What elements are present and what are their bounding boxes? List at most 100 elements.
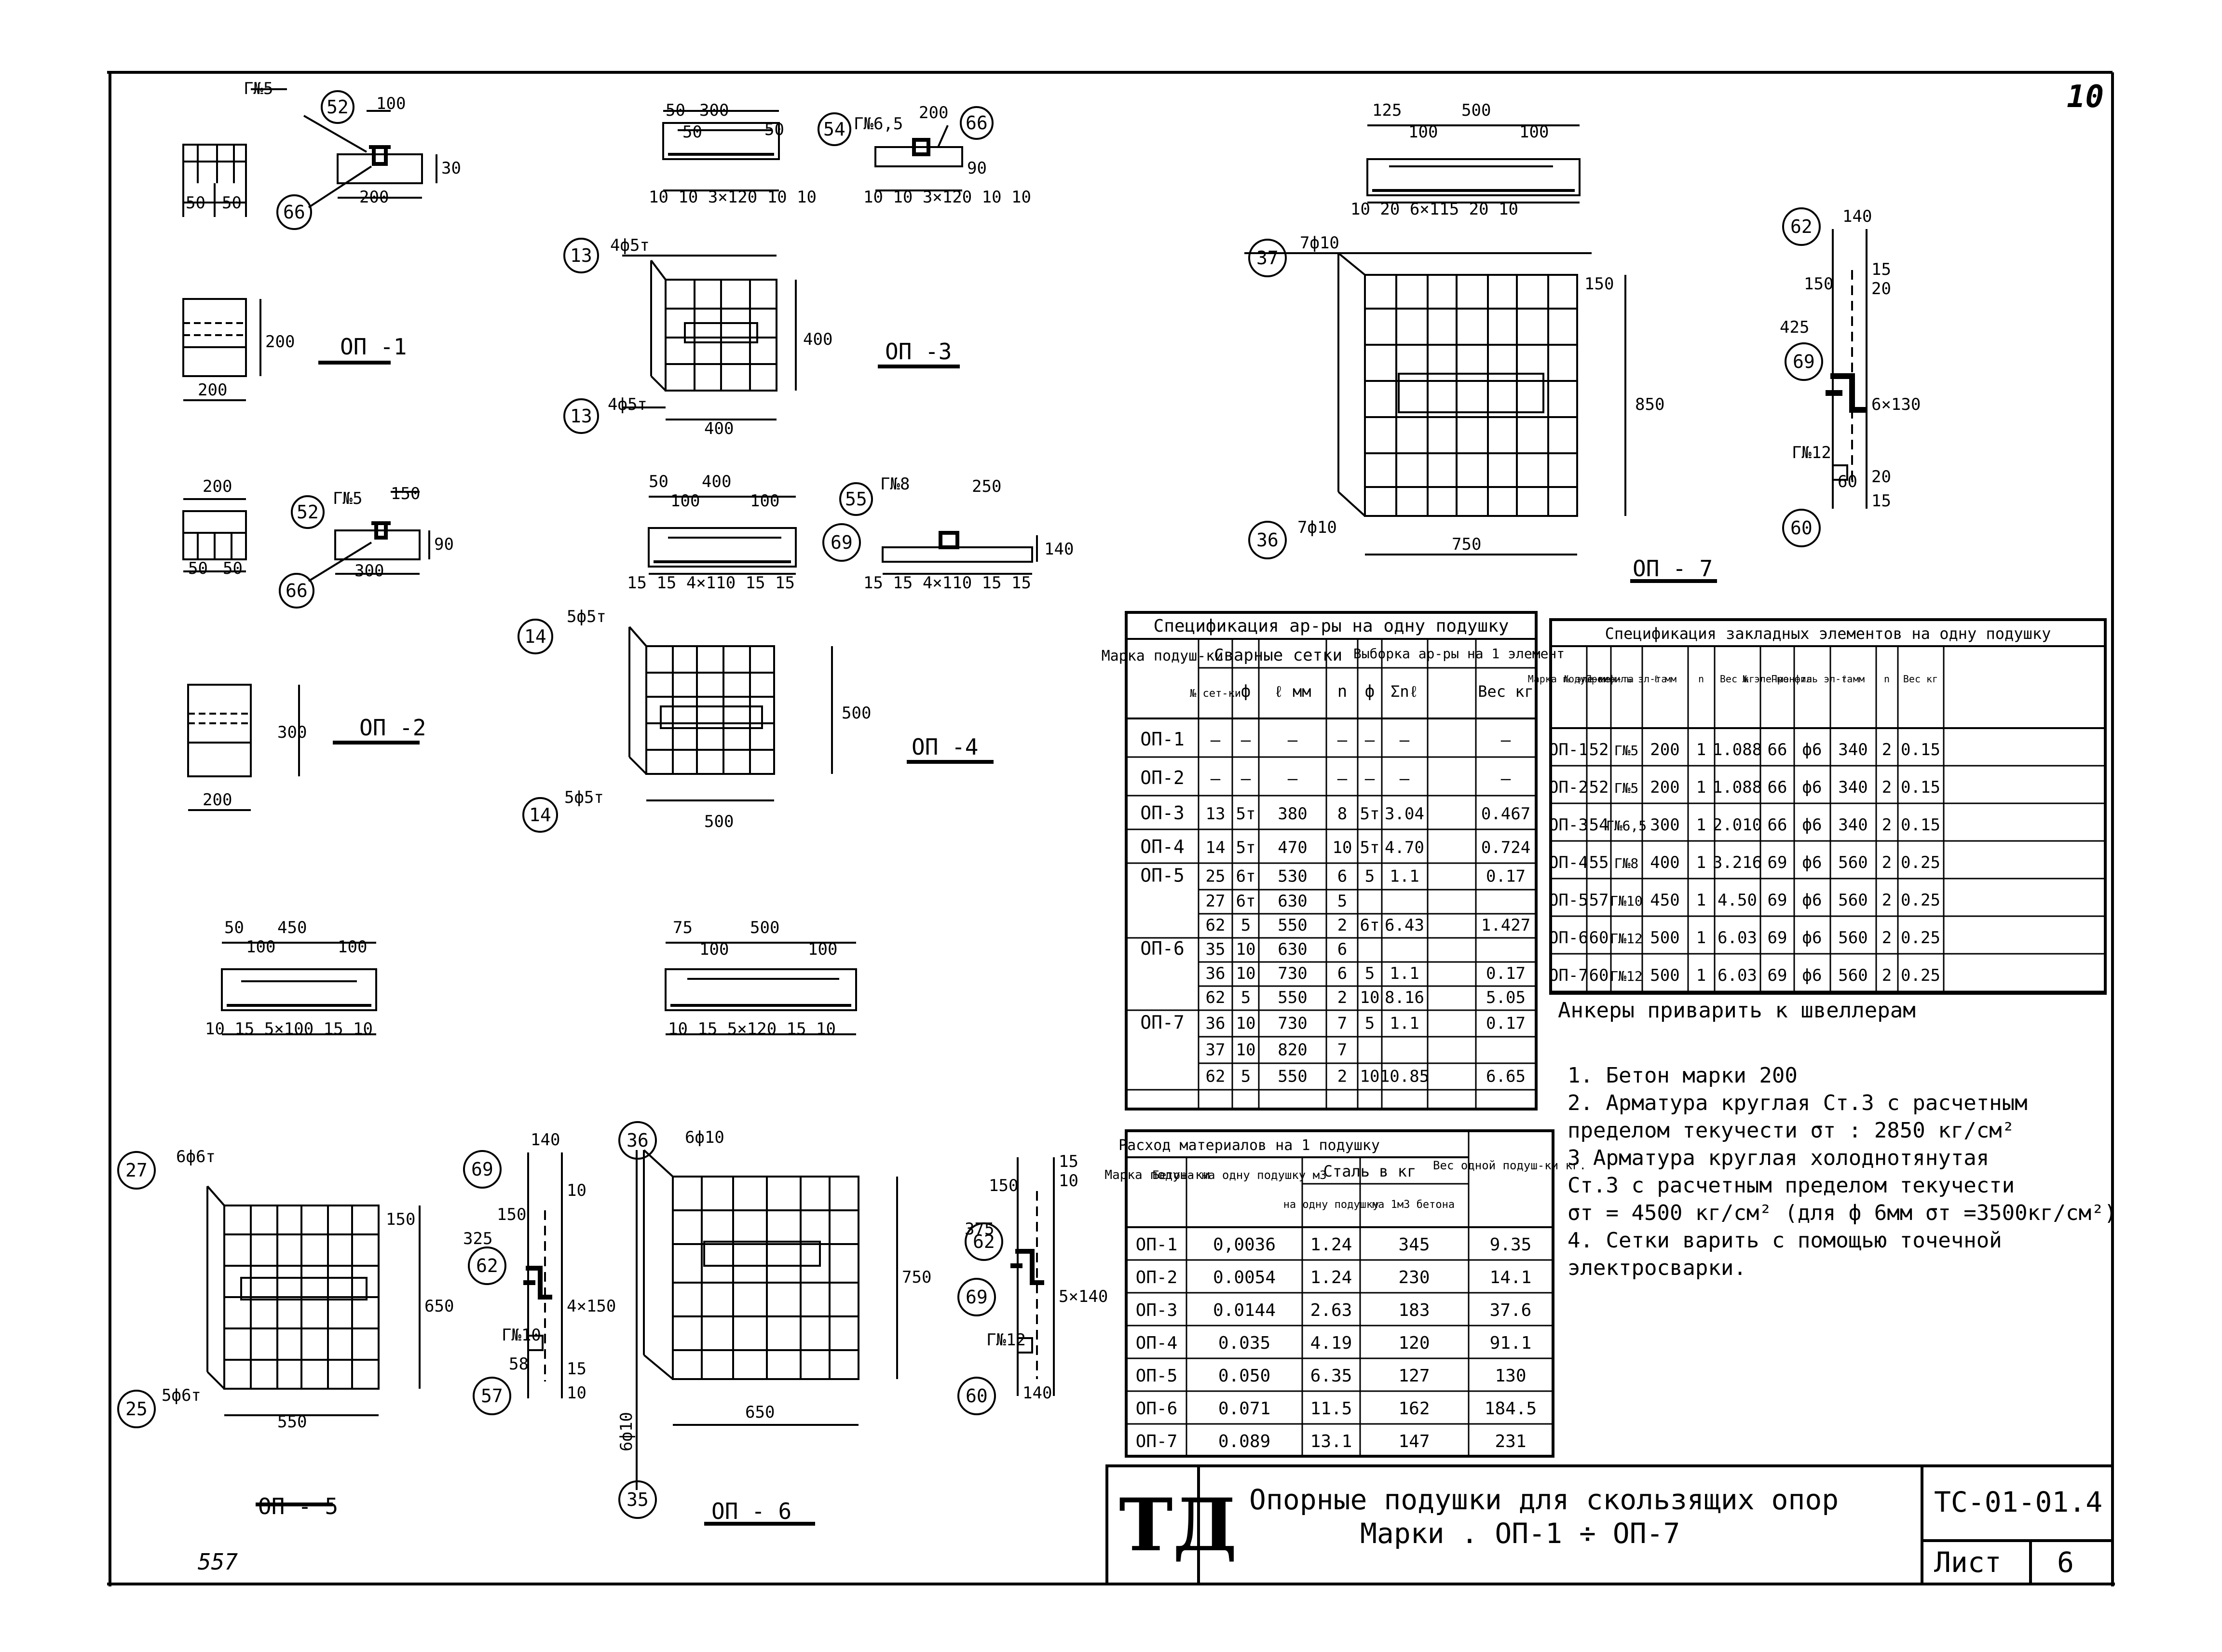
svg-text:140: 140	[531, 1130, 560, 1150]
table1-title: Спецификация ар-ры на одну подушку	[1154, 616, 1509, 636]
svg-text:66: 66	[966, 112, 988, 134]
table1-cell: 630	[1278, 940, 1307, 959]
svg-text:100: 100	[246, 937, 275, 957]
table2-cell: 60	[1589, 966, 1609, 985]
table1-cell: 8.16	[1385, 988, 1424, 1007]
table1-cell: 36	[1206, 1014, 1226, 1033]
svg-text:140: 140	[1044, 540, 1074, 559]
table1-h-phi: ф	[1241, 682, 1251, 701]
table2-cell: ОП-5	[1549, 891, 1588, 910]
svg-text:650: 650	[745, 1403, 775, 1422]
op5-labels: 50 450 100 100 10 15 5×100 15 10 27 6ф6т…	[117, 918, 616, 1519]
note-line: 2. Арматура круглая Ст.3 с расчетным	[1568, 1091, 2028, 1115]
table2-cell: 69	[1768, 966, 1787, 985]
table1-cell: 5.05	[1486, 988, 1526, 1007]
table3-cell: 162	[1398, 1399, 1430, 1419]
svg-text:69: 69	[966, 1286, 988, 1308]
table1-cell: 37	[1206, 1041, 1226, 1060]
svg-text:500: 500	[1461, 101, 1491, 120]
svg-text:150: 150	[497, 1205, 526, 1224]
svg-text:50: 50	[186, 193, 205, 213]
svg-text:400: 400	[803, 330, 832, 349]
table1-cell: 550	[1278, 988, 1307, 1007]
svg-text:50: 50	[682, 122, 702, 142]
svg-text:14: 14	[524, 626, 546, 647]
svg-text:10: 10	[1059, 1171, 1078, 1191]
table2-cell: Г№5	[1614, 743, 1639, 758]
table2-cell: 200	[1650, 778, 1679, 797]
svg-text:150: 150	[391, 484, 420, 503]
svg-text:37: 37	[1256, 247, 1279, 269]
table1-cell: 14	[1206, 838, 1226, 857]
svg-text:15: 15	[1059, 1152, 1078, 1171]
svg-text:62: 62	[1790, 216, 1813, 237]
svg-text:ОП - 6: ОП - 6	[711, 1498, 791, 1524]
table2-cell: ф6	[1802, 815, 1822, 835]
table1-cell: –	[1288, 769, 1298, 788]
svg-text:15 15 4×110 15 15: 15 15 4×110 15 15	[627, 573, 795, 593]
table1-cell: 0.17	[1486, 1014, 1526, 1033]
table2-cell: 52	[1589, 740, 1609, 759]
svg-text:6ф10: 6ф10	[617, 1412, 636, 1451]
table2-cell: 1.088	[1713, 740, 1762, 759]
svg-text:150: 150	[1804, 274, 1833, 294]
svg-text:400: 400	[702, 472, 731, 491]
svg-text:60: 60	[1838, 472, 1857, 491]
table1-cell: 5	[1337, 892, 1347, 911]
table2-cell: 560	[1838, 891, 1868, 910]
table1-cell: 5	[1241, 916, 1251, 935]
table1-cell: 7	[1337, 1014, 1347, 1033]
table3-cell: 14.1	[1490, 1268, 1532, 1287]
svg-text:10 10 3×120 10 10: 10 10 3×120 10 10	[649, 188, 817, 207]
table1-cell: 6	[1337, 964, 1347, 983]
table2-header: Про-филь эл-та	[1586, 673, 1667, 685]
svg-text:60: 60	[966, 1385, 988, 1407]
table1-h-l: ℓ мм	[1274, 682, 1311, 701]
table1-cell: 7	[1337, 1041, 1347, 1060]
table1-cell: –	[1365, 769, 1375, 788]
table2-cell: 0.25	[1901, 928, 1940, 948]
svg-text:75: 75	[673, 918, 693, 937]
svg-text:500: 500	[842, 704, 871, 723]
table1-cell: 10	[1236, 1041, 1256, 1060]
table1-cell: –	[1400, 731, 1410, 750]
svg-text:Г№5: Г№5	[333, 489, 362, 508]
op7-labels: 125 500 100 100 10 20 6×115 20 10 37 7ф1…	[1248, 101, 1921, 582]
table2-header: Вес кг	[1903, 673, 1938, 685]
table1-cell: 6т	[1236, 892, 1256, 911]
table1-cell: 35	[1206, 940, 1226, 959]
svg-text:69: 69	[471, 1159, 493, 1180]
svg-text:20: 20	[1871, 467, 1891, 487]
table1-cell: 13	[1206, 804, 1226, 824]
table2-cell: Г№5	[1614, 780, 1639, 796]
note-line: 4. Сетки варить с помощью точечной	[1568, 1228, 2002, 1253]
table2-cell: 0.25	[1901, 966, 1940, 985]
svg-text:125: 125	[1372, 101, 1402, 120]
table2-cell: 560	[1838, 966, 1868, 985]
svg-text:5ф5т: 5ф5т	[567, 607, 606, 626]
svg-text:325: 325	[463, 1229, 492, 1248]
table2-cell: Г№6,5	[1606, 818, 1647, 834]
table2-cell: 500	[1650, 928, 1679, 948]
table3-cell: 0.089	[1218, 1432, 1270, 1451]
table3-cell: 230	[1398, 1268, 1430, 1287]
table3-cell: 1.24	[1310, 1235, 1352, 1255]
table3-cell: 0.050	[1218, 1366, 1270, 1386]
table1-cell: 1.1	[1390, 964, 1419, 983]
svg-text:35: 35	[627, 1489, 649, 1510]
table1-cell: 630	[1278, 892, 1307, 911]
table2-cell: 560	[1838, 853, 1868, 872]
table3-cell: 0.0054	[1213, 1268, 1276, 1287]
table3-cell: ОП-3	[1136, 1300, 1178, 1320]
table1-cell: 5	[1365, 1014, 1375, 1033]
svg-text:425: 425	[1780, 318, 1809, 337]
svg-text:6×130: 6×130	[1871, 395, 1921, 414]
svg-text:10 15 5×100 15 10: 10 15 5×100 15 10	[205, 1019, 373, 1039]
table3-cell: 345	[1398, 1235, 1430, 1255]
